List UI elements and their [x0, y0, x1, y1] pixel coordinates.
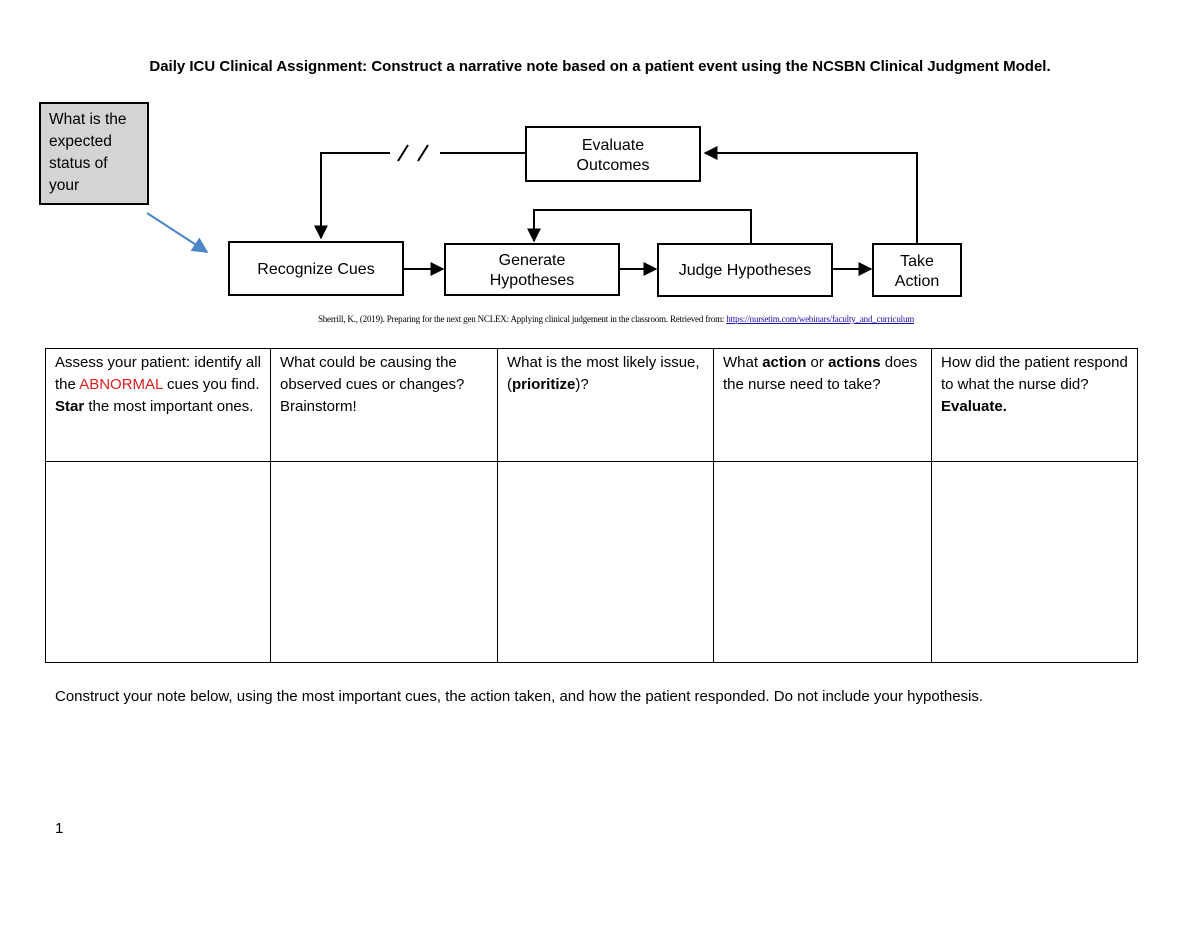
recognize-label: Recognize Cues [257, 261, 374, 278]
break-mark-1 [397, 144, 409, 162]
box-judge-hypotheses: Judge Hypotheses [657, 243, 833, 297]
page-number: 1 [55, 820, 64, 837]
box-generate-hypotheses: Generate Hypotheses [444, 243, 620, 296]
generate-label-2: Hypotheses [490, 272, 575, 289]
abnormal-text: ABNORMAL [79, 376, 163, 393]
header-evaluate: How did the patient respond to what the … [931, 348, 1138, 462]
action-label-2: Action [895, 273, 939, 290]
citation: Sherrill, K., (2019). Preparing for the … [0, 314, 1200, 324]
box-take-action: Take Action [872, 243, 962, 297]
cell-likely-issue[interactable] [497, 461, 714, 663]
clinical-judgment-diagram: Evaluate Outcomes Recognize Cues Generat… [146, 126, 962, 297]
box-recognize-cues: Recognize Cues [228, 241, 404, 296]
callout-box: What is the expected status of your [39, 102, 149, 205]
feedback-line-to-recognize [314, 152, 390, 240]
table-row [45, 461, 1138, 663]
callout-arrow [146, 212, 209, 253]
cell-actions[interactable] [713, 461, 932, 663]
header-actions: What action or actions does the nurse ne… [713, 348, 932, 462]
action-label-1: Take [900, 253, 934, 270]
action-to-evaluate-arrow [703, 146, 918, 244]
cell-assess[interactable] [45, 461, 271, 663]
page-title: Daily ICU Clinical Assignment: Construct… [149, 58, 1051, 75]
cell-causes[interactable] [270, 461, 498, 663]
header-likely-issue: What is the most likely issue, (prioriti… [497, 348, 714, 462]
clinical-judgment-table: Assess your patient: identify all the AB… [45, 348, 1138, 663]
judge-label: Judge Hypotheses [679, 262, 812, 279]
box-evaluate-outcomes: Evaluate Outcomes [525, 126, 701, 182]
header-assess: Assess your patient: identify all the AB… [45, 348, 271, 462]
note-instruction: Construct your note below, using the mos… [55, 688, 984, 705]
header-causes: What could be causing the observed cues … [270, 348, 498, 462]
citation-link[interactable]: https://nursetim.com/webinars/faculty_an… [726, 314, 915, 324]
evaluate-label-1: Evaluate [582, 137, 644, 154]
evaluate-label-2: Outcomes [577, 157, 650, 174]
citation-text: Sherrill, K., (2019). Preparing for the … [317, 314, 727, 324]
table-header-row: Assess your patient: identify all the AB… [45, 348, 1138, 462]
generate-label-1: Generate [499, 252, 566, 269]
break-mark-2 [417, 144, 429, 162]
cell-evaluate[interactable] [931, 461, 1138, 663]
judge-to-generate-loop [527, 209, 752, 244]
